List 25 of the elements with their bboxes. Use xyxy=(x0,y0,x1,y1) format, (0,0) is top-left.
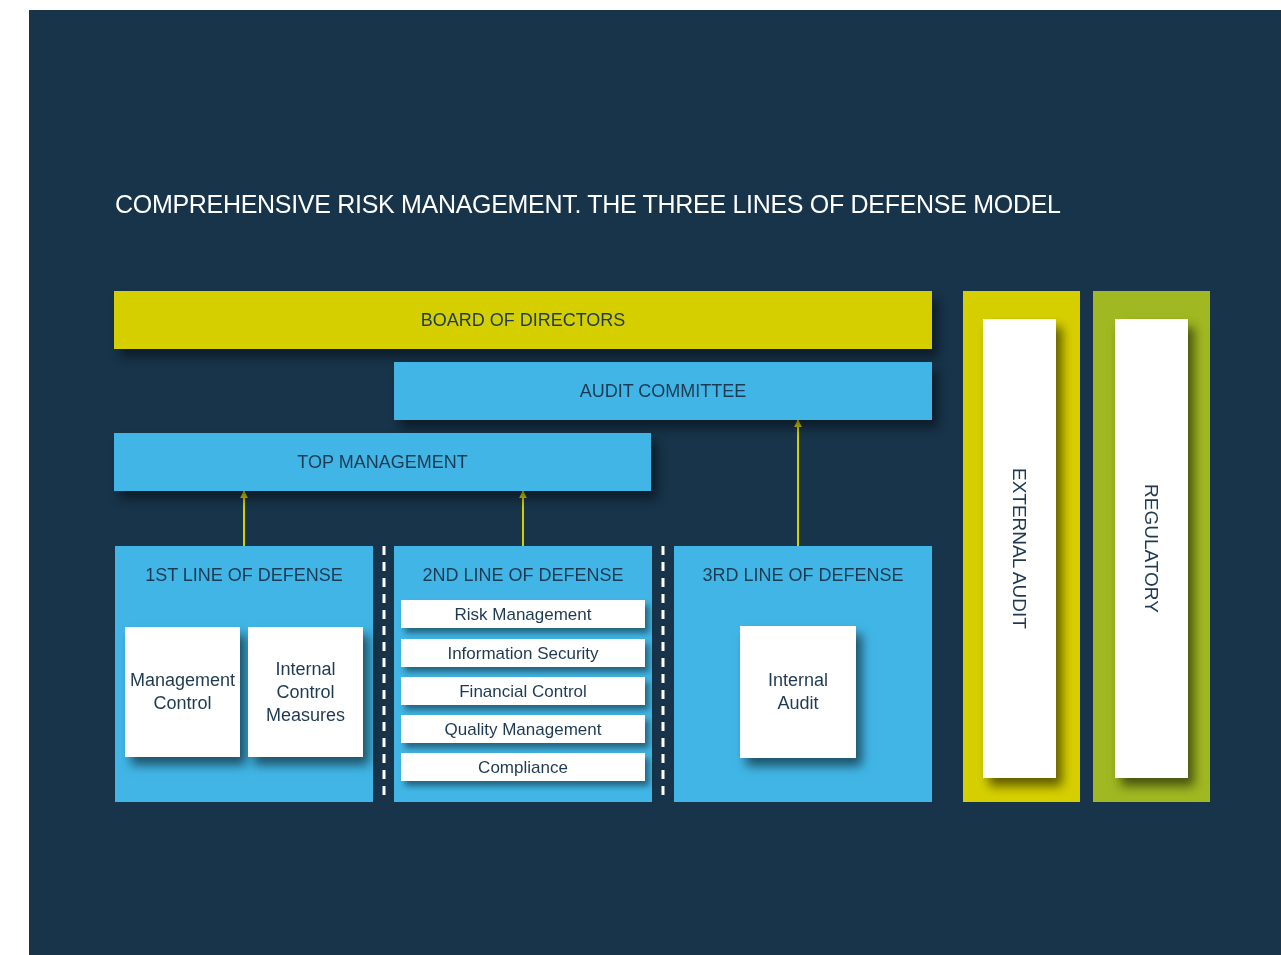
header-bar: BOARD OF DIRECTORS xyxy=(114,291,932,349)
function-box: Risk Management xyxy=(401,600,645,628)
panel-heading: 1ST LINE OF DEFENSE xyxy=(144,565,344,586)
defense-line-panel xyxy=(115,546,373,802)
header-bar: TOP MANAGEMENT xyxy=(114,433,651,491)
vertical-box: EXTERNAL AUDIT xyxy=(983,319,1056,778)
panel-heading: 3RD LINE OF DEFENSE xyxy=(701,565,905,586)
diagram-title: COMPREHENSIVE RISK MANAGEMENT. THE THREE LINES OF DEFENSE MODEL xyxy=(115,190,1061,219)
defense-line-panel xyxy=(674,546,932,802)
column-band xyxy=(1093,291,1210,802)
function-box: Information Security xyxy=(401,639,645,667)
arrow xyxy=(240,490,248,547)
function-box: Financial Control xyxy=(401,677,645,705)
process-box: Internal Audit xyxy=(740,626,856,758)
process-box: Management Control xyxy=(125,627,240,757)
column-band xyxy=(963,291,1080,802)
vertical-box: REGULATORY xyxy=(1115,319,1188,778)
header-bar: AUDIT COMMITTEE xyxy=(394,362,932,420)
defense-line-panel xyxy=(394,546,652,802)
function-box: Compliance xyxy=(401,753,645,781)
arrow xyxy=(519,490,527,547)
process-box: Internal Control Measures xyxy=(248,627,363,757)
function-box: Quality Management xyxy=(401,715,645,743)
arrow xyxy=(794,419,802,547)
panel-heading: 2ND LINE OF DEFENSE xyxy=(421,565,625,586)
